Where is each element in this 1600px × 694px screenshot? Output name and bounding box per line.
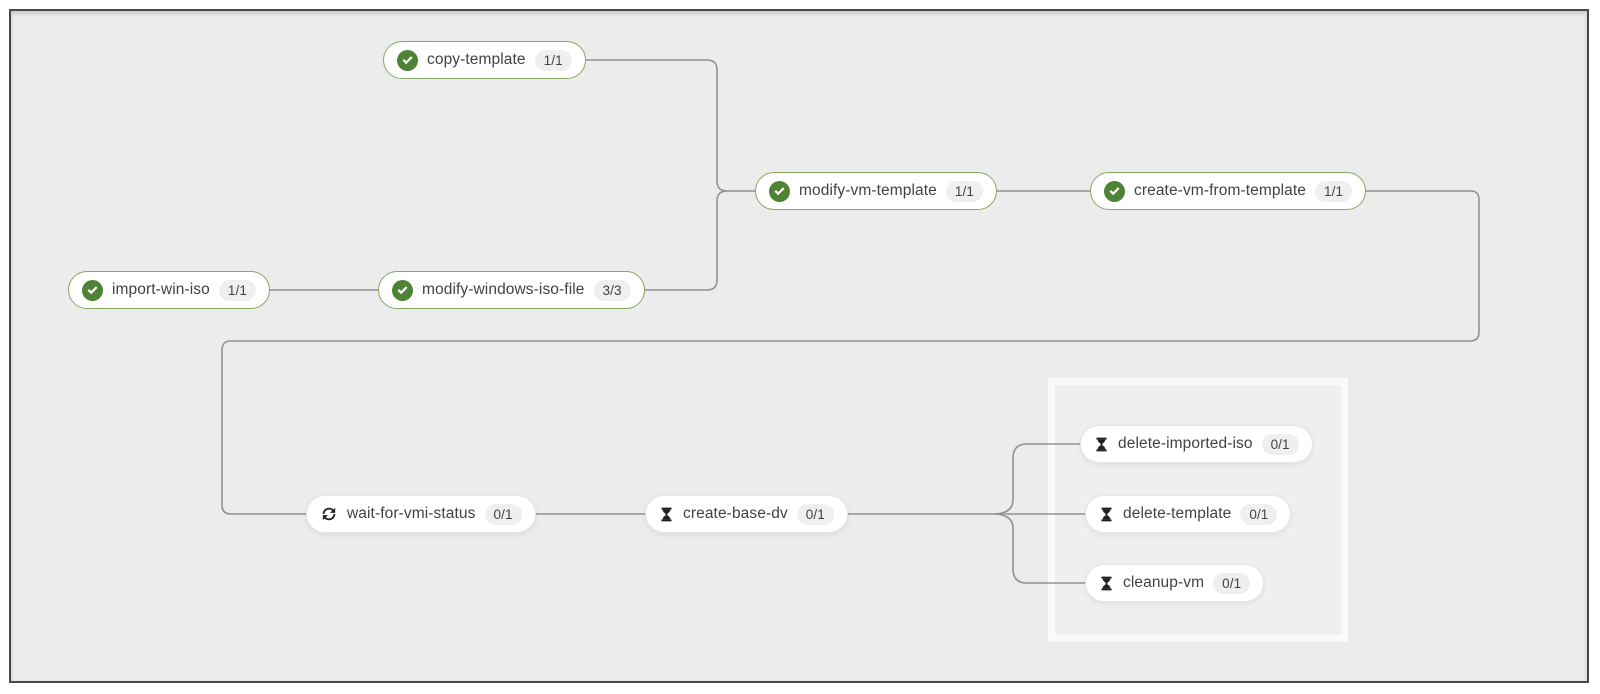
pending-hourglass-icon xyxy=(1099,575,1114,592)
task-node-cleanup-vm[interactable]: cleanup-vm 0/1 xyxy=(1085,564,1265,602)
task-label: create-vm-from-template xyxy=(1134,182,1306,199)
task-steps-badge: 1/1 xyxy=(534,49,572,71)
success-check-icon xyxy=(392,279,413,301)
task-node-create-vm-from-template[interactable]: create-vm-from-template 1/1 xyxy=(1090,172,1367,210)
edge-create-vm-from-template-to-wait-for-vmi-status xyxy=(221,190,1480,515)
task-steps-badge: 1/1 xyxy=(945,180,983,202)
task-steps-badge: 0/1 xyxy=(1240,503,1278,525)
task-label: delete-imported-iso xyxy=(1118,435,1253,452)
pending-hourglass-icon xyxy=(1094,436,1109,453)
task-node-copy-template[interactable]: copy-template 1/1 xyxy=(383,41,586,79)
edge-create-base-dv-to-delete-imported-iso xyxy=(994,443,1100,515)
task-node-delete-template[interactable]: delete-template 0/1 xyxy=(1085,495,1292,533)
success-check-icon xyxy=(1104,180,1125,202)
success-check-icon xyxy=(397,49,418,71)
task-node-delete-imported-iso[interactable]: delete-imported-iso 0/1 xyxy=(1080,425,1313,463)
task-node-import-win-iso[interactable]: import-win-iso 1/1 xyxy=(68,271,270,309)
running-sync-icon xyxy=(320,505,338,523)
task-label: import-win-iso xyxy=(112,281,210,298)
task-label: create-base-dv xyxy=(683,505,788,522)
success-check-icon xyxy=(82,279,103,301)
task-node-modify-windows-iso-file[interactable]: modify-windows-iso-file 3/3 xyxy=(378,271,645,309)
task-steps-badge: 0/1 xyxy=(796,503,834,525)
success-check-icon xyxy=(769,180,790,202)
task-node-create-base-dv[interactable]: create-base-dv 0/1 xyxy=(645,495,848,533)
task-steps-badge: 0/1 xyxy=(1261,433,1299,455)
edge-copy-template-to-modify-vm-template xyxy=(555,59,775,192)
task-label: cleanup-vm xyxy=(1123,574,1205,591)
task-label: modify-vm-template xyxy=(799,182,937,199)
task-steps-badge: 0/1 xyxy=(1213,572,1251,594)
canvas-frame xyxy=(9,9,1589,683)
pending-hourglass-icon xyxy=(1099,506,1114,523)
task-steps-badge: 3/3 xyxy=(593,279,631,301)
task-label: delete-template xyxy=(1123,505,1232,522)
task-steps-badge: 0/1 xyxy=(484,503,522,525)
task-label: copy-template xyxy=(427,51,526,68)
task-node-wait-for-vmi-status[interactable]: wait-for-vmi-status 0/1 xyxy=(306,495,536,533)
pending-hourglass-icon xyxy=(659,506,674,523)
task-label: modify-windows-iso-file xyxy=(422,281,585,298)
task-steps-badge: 1/1 xyxy=(218,279,256,301)
task-steps-badge: 1/1 xyxy=(1314,180,1353,202)
task-label: wait-for-vmi-status xyxy=(347,505,476,522)
edge-create-base-dv-to-cleanup-vm xyxy=(994,513,1100,584)
task-node-modify-vm-template[interactable]: modify-vm-template 1/1 xyxy=(755,172,997,210)
edge-modify-windows-iso-file-to-modify-vm-template xyxy=(620,190,728,291)
